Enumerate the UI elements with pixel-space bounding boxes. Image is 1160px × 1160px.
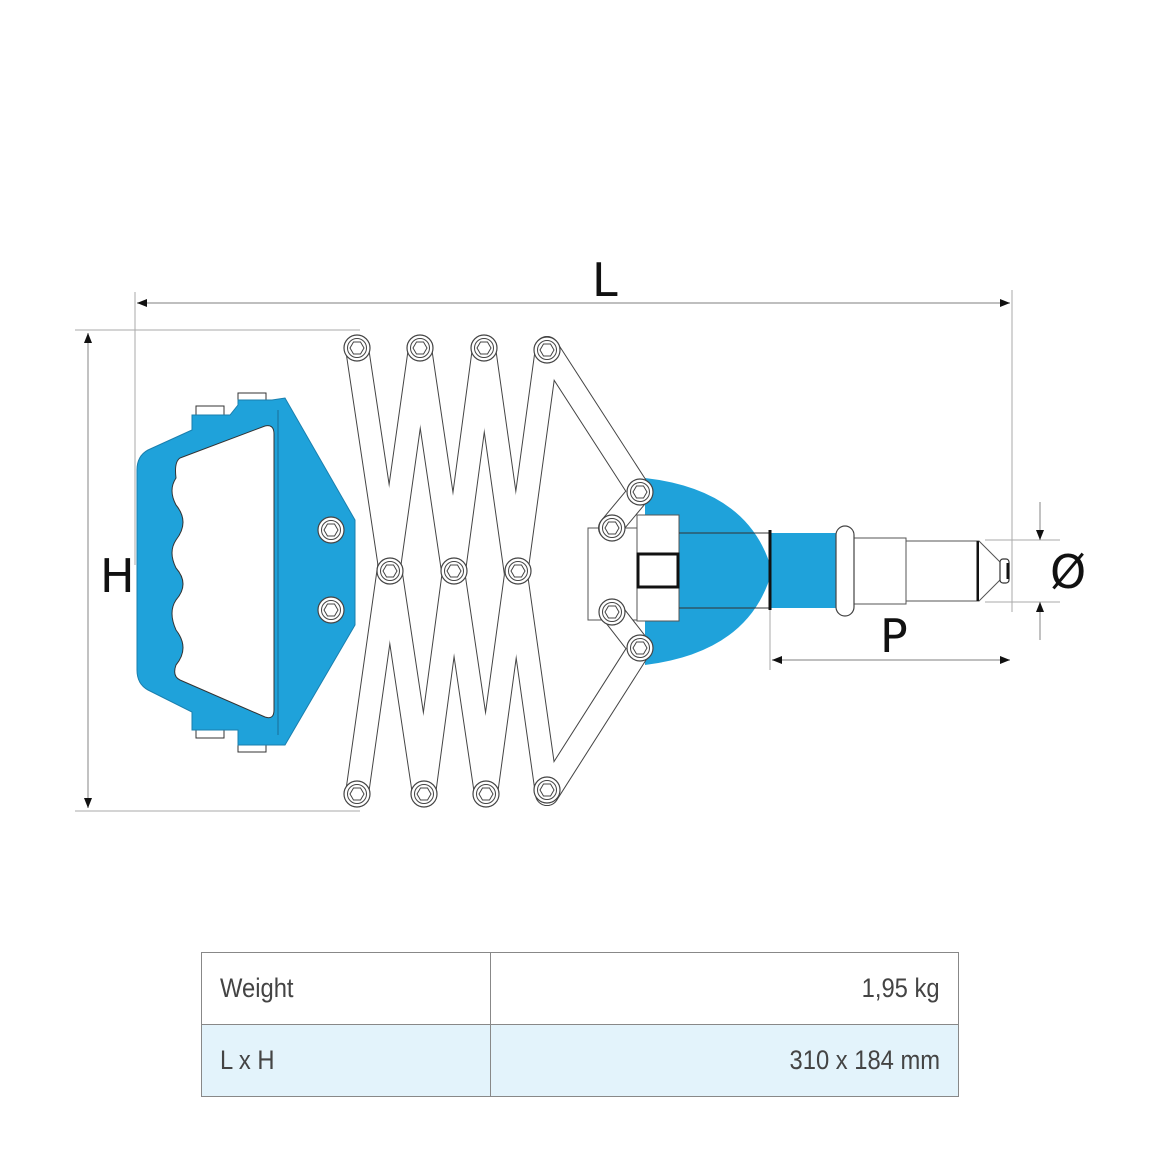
rivet-tool-diagram: L H P Ø <box>75 253 1086 812</box>
spec-value: 310 x 184 mm <box>789 1045 940 1075</box>
dimension-lines <box>75 290 1060 812</box>
spec-value: 1,95 kg <box>862 973 940 1003</box>
specs-table: Weight 1,95 kg L x H 310 x 184 mm <box>201 952 959 1097</box>
spec-label: Weight <box>220 973 294 1003</box>
length-label: L <box>592 253 618 307</box>
spec-label: L x H <box>220 1045 275 1075</box>
handle-bolt-icon <box>317 596 345 624</box>
height-label: H <box>100 549 135 603</box>
stroke-label: P <box>880 609 908 663</box>
handle-bolt-icon <box>317 516 345 544</box>
tool-head <box>587 478 1010 665</box>
table-row: Weight 1,95 kg <box>201 952 959 1025</box>
diameter-label: Ø <box>1050 545 1086 599</box>
table-row: L x H 310 x 184 mm <box>201 1024 959 1097</box>
dimension-arrows <box>88 303 1040 808</box>
handle <box>136 392 356 753</box>
